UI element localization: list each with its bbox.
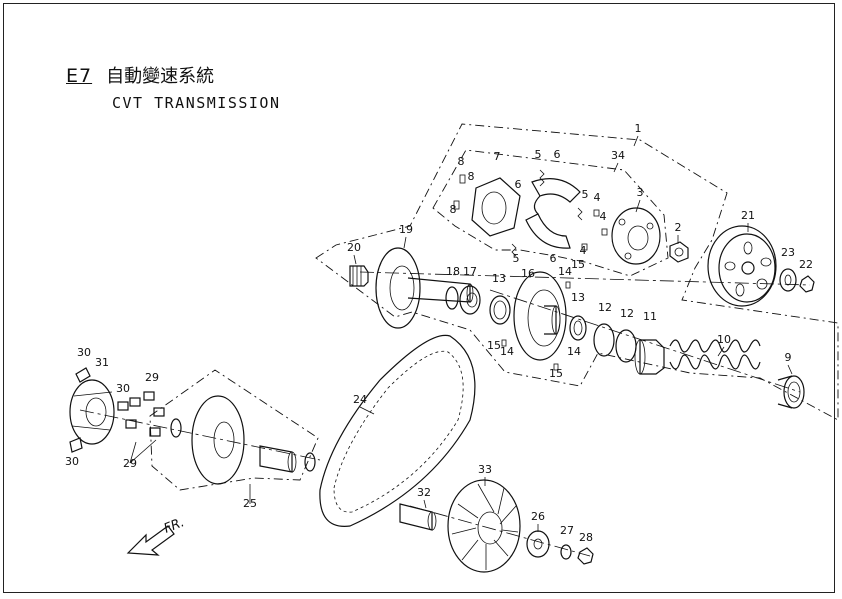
nut-22 — [799, 275, 815, 293]
spring-10 — [669, 339, 761, 370]
clip-front — [170, 418, 182, 438]
callout-7: 7 — [494, 150, 501, 163]
bearing-17 — [459, 285, 481, 315]
oil-seal-13b — [569, 315, 587, 341]
clutch-bell-21 — [707, 225, 777, 307]
callout-9: 9 — [785, 351, 792, 364]
collar-11 — [634, 339, 665, 375]
collar-32 — [399, 503, 437, 531]
callout-27: 27 — [560, 524, 574, 537]
section-code: E7 — [66, 65, 93, 87]
washer-23 — [779, 268, 797, 292]
callout-26: 26 — [531, 510, 545, 523]
callout-22: 22 — [799, 258, 813, 271]
callout-5: 5 — [513, 252, 520, 265]
callout-8: 8 — [468, 170, 475, 183]
callout-18: 18 — [446, 265, 460, 278]
group-boundary-clutch — [432, 149, 669, 277]
callout-30: 30 — [65, 455, 79, 468]
callout-4: 4 — [594, 191, 601, 204]
weight-roller-a — [117, 401, 129, 411]
clutch-carrier-3 — [611, 207, 661, 265]
callout-14: 14 — [500, 345, 514, 358]
callout-15: 15 — [571, 258, 585, 271]
callout-11: 11 — [643, 310, 657, 323]
callout-5: 5 — [582, 188, 589, 201]
callout-15: 15 — [487, 339, 501, 352]
callout-16: 16 — [521, 267, 535, 280]
drive-belt-24 — [319, 334, 476, 527]
clutch-assembly — [453, 169, 661, 265]
group-boundary-rear-pulley — [315, 123, 839, 421]
front-direction-label: FR. — [162, 515, 187, 537]
callout-13: 13 — [492, 272, 506, 285]
callout-33: 33 — [478, 463, 492, 476]
pin-14 — [565, 281, 571, 289]
callout-13: 13 — [571, 291, 585, 304]
callout-28: 28 — [579, 531, 593, 544]
nut-2 — [669, 241, 689, 263]
callout-4: 4 — [600, 210, 607, 223]
leader-lines — [129, 135, 793, 532]
group-boundary-front-pulley — [149, 369, 319, 491]
callout-29: 29 — [145, 371, 159, 384]
callout-8: 8 — [450, 203, 457, 216]
callout-6: 6 — [550, 252, 557, 265]
callout-6: 6 — [515, 178, 522, 191]
front-direction-arrow-icon — [126, 525, 175, 556]
callout-30: 30 — [77, 346, 91, 359]
callout-19: 19 — [399, 223, 413, 236]
callout-34: 34 — [611, 149, 625, 162]
slider-30b — [69, 437, 83, 453]
callout-8: 8 — [458, 155, 465, 168]
callout-14: 14 — [567, 345, 581, 358]
seal-collar-9 — [777, 375, 805, 409]
needle-bearing-20 — [349, 265, 369, 287]
callout-23: 23 — [781, 246, 795, 259]
o-ring-12a — [593, 323, 615, 357]
callout-12: 12 — [598, 301, 612, 314]
callout-30: 30 — [116, 382, 130, 395]
callout-4: 4 — [580, 244, 587, 257]
callout-12: 12 — [620, 307, 634, 320]
callout-14: 14 — [558, 265, 572, 278]
callout-17: 17 — [463, 265, 477, 278]
callout-31: 31 — [95, 356, 109, 369]
nut-28 — [577, 547, 594, 565]
callout-25: 25 — [243, 497, 257, 510]
clutch-plate-7 — [471, 177, 521, 237]
callout-5: 5 — [535, 148, 542, 161]
cooling-fan-33 — [447, 479, 521, 573]
callout-15: 15 — [549, 367, 563, 380]
callout-1: 1 — [635, 122, 642, 135]
callout-3: 3 — [637, 186, 644, 199]
callout-29: 29 — [123, 457, 137, 470]
washer-27 — [560, 544, 572, 560]
front-movable-sheave-31 — [69, 379, 115, 445]
clutch-shoe-6 — [531, 178, 581, 203]
spring-5 — [539, 169, 545, 187]
axis-lines — [79, 271, 811, 557]
callout-10: 10 — [717, 333, 731, 346]
callout-21: 21 — [741, 209, 755, 222]
slider-30a — [75, 367, 91, 383]
rear-movable-sheave-16 — [513, 271, 567, 361]
callout-24: 24 — [353, 393, 367, 406]
callout-32: 32 — [417, 486, 431, 499]
callout-2: 2 — [675, 221, 682, 234]
oil-seal-13 — [489, 295, 511, 325]
clip-18 — [445, 286, 459, 310]
drive-face-25 — [191, 395, 316, 485]
nut-26 — [526, 530, 550, 558]
callout-6: 6 — [554, 148, 561, 161]
title-english: CVT TRANSMISSION — [112, 94, 281, 112]
drawing-header: E7 自動變速系統 CVT TRANSMISSION — [66, 62, 279, 112]
callout-20: 20 — [347, 241, 361, 254]
title-chinese: 自動變速系統 — [106, 66, 215, 87]
